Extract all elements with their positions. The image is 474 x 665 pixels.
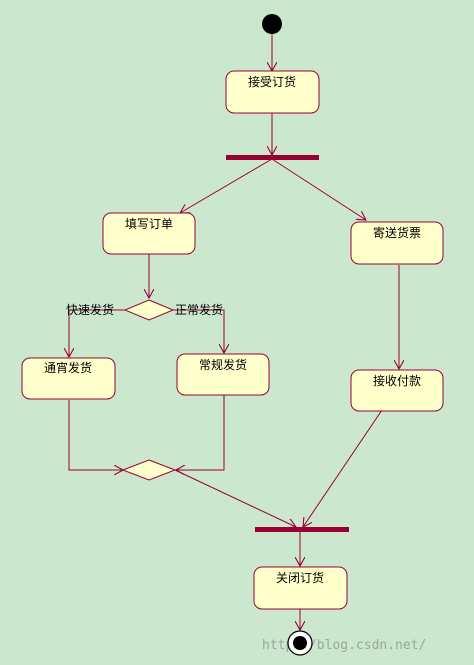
activity-receive-payment-label: 接收付款: [373, 373, 421, 388]
edge-payment-to-join: [303, 409, 383, 527]
activity-accept-order: 接受订货: [225, 70, 320, 114]
activity-send-invoice: 寄送货票: [350, 221, 444, 265]
join-bar: [255, 527, 349, 532]
activity-notify-shipping: 通宵发货: [21, 357, 116, 400]
edge-regular-to-merge: [176, 395, 225, 470]
edges: [69, 34, 399, 630]
activity-regular-shipping: 常规发货: [176, 353, 270, 396]
edge-merge-to-join: [174, 469, 296, 527]
fork-bar: [226, 155, 319, 160]
edge-decision-to-regular: [173, 309, 224, 353]
guard-fast-label: 快速发货: [66, 302, 114, 317]
activity-regular-shipping-label: 常规发货: [199, 357, 247, 372]
activity-accept-order-label: 接受订货: [248, 74, 296, 89]
activity-notify-shipping-label: 通宵发货: [44, 360, 92, 375]
activity-close-order-label: 关闭订货: [276, 570, 324, 585]
initial-node: [262, 14, 282, 34]
edge-notify-to-merge: [68, 400, 123, 470]
activity-fill-order-label: 填写订单: [125, 217, 173, 231]
activity-receive-payment: 接收付款: [350, 369, 444, 412]
decision-diamond: [123, 299, 175, 321]
activity-send-invoice-label: 寄送货票: [373, 225, 421, 240]
final-node: [287, 630, 313, 656]
merge-diamond: [121, 459, 177, 481]
activity-fill-order: 填写订单: [102, 212, 196, 255]
watermark: http://blog.csdn.net/: [262, 638, 426, 653]
edge-fork-to-invoice: [271, 158, 366, 220]
edge-fork-to-fill: [180, 158, 273, 213]
activity-close-order: 关闭订货: [253, 566, 348, 610]
guard-normal-label: 正常发货: [175, 302, 223, 317]
edge-decision-to-notify: [69, 309, 125, 357]
